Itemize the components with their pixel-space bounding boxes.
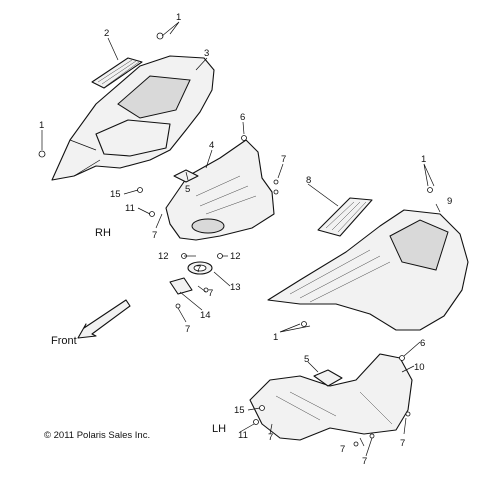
callout-15: 15 bbox=[110, 189, 121, 200]
front-arrow bbox=[77, 299, 131, 339]
callout-12: 12 bbox=[230, 251, 241, 262]
front-label: Front bbox=[51, 335, 77, 347]
callout-12: 12 bbox=[158, 251, 169, 262]
callout-1: 1 bbox=[273, 332, 278, 343]
callout-13: 13 bbox=[230, 282, 241, 293]
callout-numbers: 1 2 3 1 6 4 7 5 15 11 7 8 1 9 12 12 7 13… bbox=[39, 12, 452, 467]
callout-8: 8 bbox=[306, 175, 311, 186]
callout-1: 1 bbox=[176, 12, 181, 23]
callout-7: 7 bbox=[208, 288, 213, 299]
callout-11: 11 bbox=[125, 203, 135, 214]
part-10-lower-shell bbox=[249, 353, 413, 441]
part-8-vent bbox=[317, 197, 373, 237]
part-13-ring bbox=[187, 261, 213, 275]
callout-2: 2 bbox=[104, 28, 109, 39]
callout-7: 7 bbox=[400, 438, 405, 449]
callout-6: 6 bbox=[420, 338, 425, 349]
callout-7: 7 bbox=[281, 154, 286, 165]
callout-5: 5 bbox=[185, 184, 190, 195]
leader-lines bbox=[41, 21, 441, 457]
callout-4: 4 bbox=[209, 140, 214, 151]
part-9-lh-shell bbox=[267, 209, 469, 331]
lh-label: LH bbox=[212, 423, 226, 435]
callout-7: 7 bbox=[340, 444, 345, 455]
callout-7: 7 bbox=[152, 230, 157, 241]
part-2-strip bbox=[91, 57, 143, 89]
callout-10: 10 bbox=[414, 362, 425, 373]
part-3-rh-shell bbox=[51, 55, 215, 181]
part-5-grip-upper bbox=[173, 169, 199, 183]
part-4-tray bbox=[165, 139, 275, 241]
callout-14: 14 bbox=[200, 310, 211, 321]
callout-1: 1 bbox=[421, 154, 426, 165]
callout-15: 15 bbox=[234, 405, 245, 416]
rh-label: RH bbox=[95, 227, 111, 239]
callout-7: 7 bbox=[185, 324, 190, 335]
callout-5: 5 bbox=[304, 354, 309, 365]
callout-7: 7 bbox=[268, 432, 273, 443]
part-5-grip-lower bbox=[313, 369, 343, 387]
copyright-text: © 2011 Polaris Sales Inc. bbox=[44, 430, 150, 441]
callout-1: 1 bbox=[39, 120, 44, 131]
callout-11: 11 bbox=[238, 430, 248, 441]
callout-3: 3 bbox=[204, 48, 209, 59]
callout-9: 9 bbox=[447, 196, 452, 207]
callout-7: 7 bbox=[196, 264, 201, 275]
callout-7: 7 bbox=[362, 456, 367, 467]
callout-6: 6 bbox=[240, 112, 245, 123]
part-14-bracket bbox=[169, 277, 193, 295]
